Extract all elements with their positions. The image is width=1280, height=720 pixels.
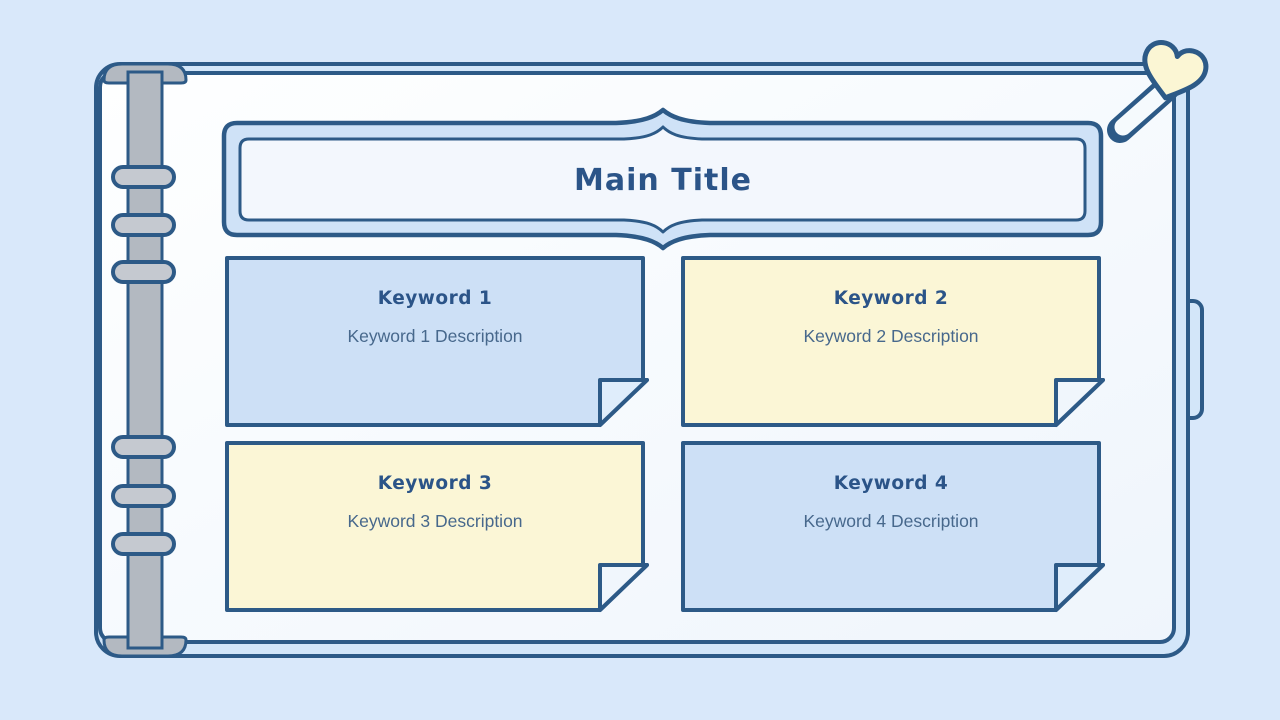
- binder-ring: [111, 165, 176, 189]
- card-title: Keyword 3: [378, 473, 493, 494]
- keyword-card-3: Keyword 3 Keyword 3 Description: [225, 441, 649, 612]
- binder-ring: [111, 435, 176, 459]
- binder-ring: [111, 484, 176, 508]
- title-frame-inner: [238, 125, 1087, 234]
- card-title: Keyword 2: [834, 288, 949, 309]
- card-title: Keyword 1: [378, 288, 493, 309]
- binder-ring: [111, 213, 176, 237]
- folded-corner-icon: [1054, 378, 1105, 427]
- card-description: Keyword 1 Description: [347, 326, 522, 346]
- heart-pin-icon: [1107, 40, 1209, 143]
- heart-icon: [1142, 40, 1209, 101]
- binder-spine: [126, 70, 164, 650]
- binder-ring: [111, 532, 176, 556]
- keyword-card-2: Keyword 2 Keyword 2 Description: [681, 256, 1105, 427]
- folded-corner-icon: [598, 563, 649, 612]
- card-description: Keyword 2 Description: [803, 326, 978, 346]
- keyword-card-4: Keyword 4 Keyword 4 Description: [681, 441, 1105, 612]
- keyword-card-1: Keyword 1 Keyword 1 Description: [225, 256, 649, 427]
- binder-ring: [111, 260, 176, 284]
- pin-stem: [1114, 82, 1173, 136]
- card-description: Keyword 3 Description: [347, 511, 522, 531]
- card-description: Keyword 4 Description: [803, 511, 978, 531]
- binder-rings-icon: [111, 165, 176, 556]
- title-frame: Main Title: [221, 107, 1104, 251]
- folded-corner-icon: [1054, 563, 1105, 612]
- main-title: Main Title: [574, 163, 752, 198]
- card-title: Keyword 4: [834, 473, 949, 494]
- folded-corner-icon: [598, 378, 649, 427]
